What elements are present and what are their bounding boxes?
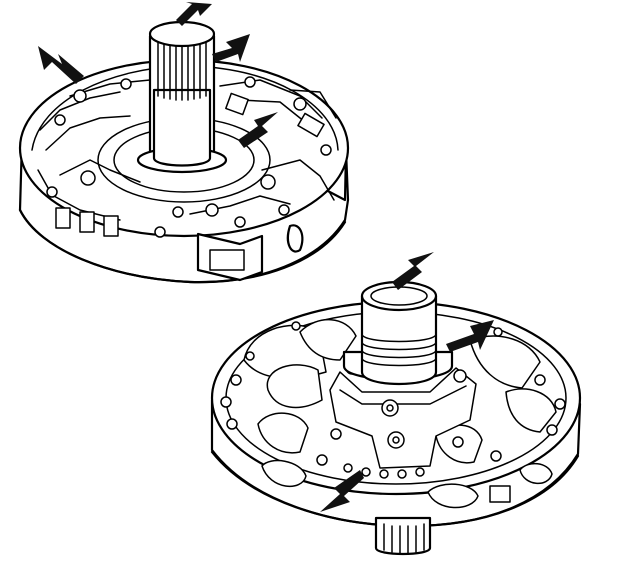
lower-hub-top-inner xyxy=(370,286,428,306)
lower-stub-splines xyxy=(383,523,425,554)
upper-channels xyxy=(37,79,337,221)
lower-side-ports xyxy=(261,459,553,509)
lower-hub-body xyxy=(360,294,438,386)
upper-boss-port xyxy=(209,249,245,271)
lower-assembly xyxy=(210,252,582,556)
lower-bolt-holes xyxy=(220,321,566,479)
arrow-upper-rim xyxy=(38,46,84,84)
arrow-upper-shaft-top xyxy=(176,2,212,26)
upper-body-lower-rim xyxy=(18,208,347,284)
upper-bolt-holes xyxy=(46,76,332,238)
lower-center-web xyxy=(329,367,477,469)
upper-shaft-splines xyxy=(157,41,207,101)
arrow-upper-inner xyxy=(238,112,278,148)
arrow-upper-shaft-side xyxy=(212,34,250,62)
upper-shaft-body-front xyxy=(152,88,212,167)
arrow-lower-hub-top xyxy=(392,252,434,290)
lower-hub-rings xyxy=(361,333,437,367)
arrow-lower-rim xyxy=(320,470,364,512)
upper-assembly xyxy=(18,2,350,284)
lower-cavities xyxy=(243,318,557,464)
upper-arrows xyxy=(38,2,278,148)
arrow-lower-hub-ring xyxy=(446,320,494,352)
upper-pockets xyxy=(55,92,325,237)
upper-side-port xyxy=(286,224,304,253)
lower-arrows xyxy=(320,252,494,512)
